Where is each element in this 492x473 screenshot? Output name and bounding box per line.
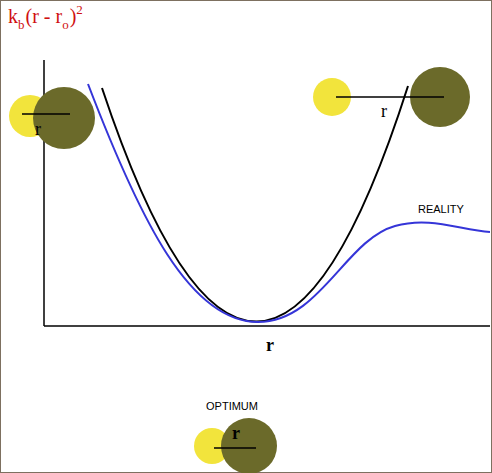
curve-label: OPTIMUM [206,401,258,412]
distance-label: r [35,120,41,138]
formula-part: b [18,17,25,32]
formula-part: ) [70,5,77,27]
formula-part: k [8,5,18,27]
x-axis [44,325,490,327]
distance-label: r [232,424,240,442]
formula-part: o [62,17,69,32]
bond [214,447,256,449]
formula-part: (r - r [26,5,63,27]
formula-part: 2 [76,2,83,17]
bond [336,96,444,98]
distance-label: r [381,102,387,120]
axis-label: r [266,336,274,354]
bond [22,113,70,115]
large-atom [221,418,277,473]
energy-formula: kb(r - ro)2 [8,6,83,26]
harmonic-curve [102,86,408,322]
large-atom [33,87,95,149]
curve-label: REALITY [418,204,464,215]
